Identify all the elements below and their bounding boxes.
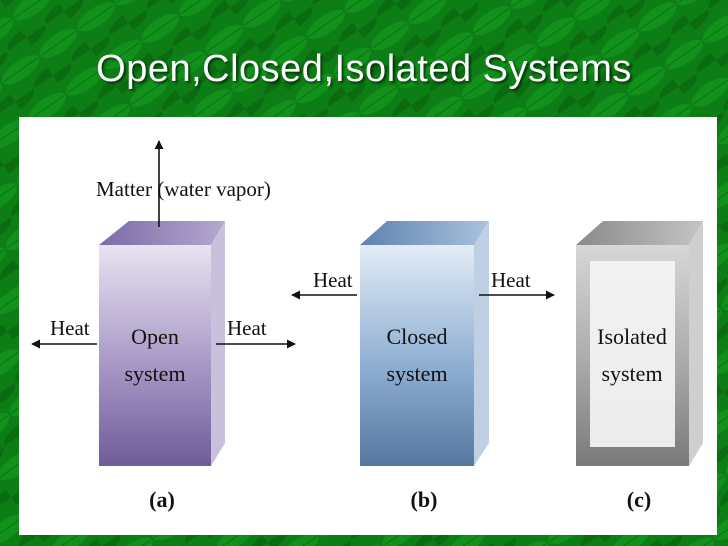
matter-label: Matter (water vapor): [96, 177, 271, 201]
isolated-system: Isolated system (c): [576, 221, 703, 512]
closed-system-name-line1: Closed: [386, 324, 447, 349]
isolated-system-name-line2: system: [601, 361, 662, 386]
open-system-name-line2: system: [124, 361, 185, 386]
closed-heat-right-label: Heat: [491, 268, 531, 292]
open-heat-right-label: Heat: [227, 316, 267, 340]
closed-heat-left-label: Heat: [313, 268, 353, 292]
closed-system-name-line2: system: [386, 361, 447, 386]
isolated-box-top: [576, 221, 703, 245]
open-caption: (a): [149, 487, 175, 512]
isolated-box-side: [689, 221, 703, 466]
diagram-panel: Matter (water vapor) Heat Heat Open syst…: [19, 117, 717, 535]
closed-box-side: [474, 221, 489, 466]
open-system-name-line1: Open: [131, 324, 179, 349]
closed-caption: (b): [411, 487, 438, 512]
slide-title: Open,Closed,Isolated Systems: [96, 48, 632, 90]
open-heat-left-label: Heat: [50, 316, 90, 340]
closed-system: Heat Heat Closed system (b): [291, 221, 555, 512]
open-system: Matter (water vapor) Heat Heat Open syst…: [31, 140, 296, 512]
open-box-top: [99, 221, 225, 245]
systems-diagram: Matter (water vapor) Heat Heat Open syst…: [31, 140, 703, 512]
closed-box-front: [360, 245, 474, 466]
open-box-front: [99, 245, 211, 466]
closed-box-top: [360, 221, 489, 245]
isolated-box-insulation-inner: [590, 261, 675, 447]
isolated-caption: (c): [627, 487, 651, 512]
isolated-system-name-line1: Isolated: [597, 324, 667, 349]
